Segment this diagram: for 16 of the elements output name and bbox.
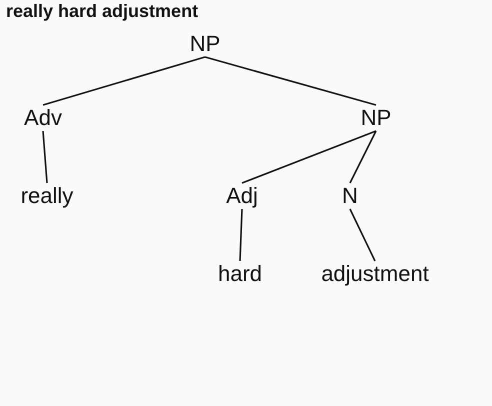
tree-branch	[42, 130, 48, 184]
sentence-text: really hard adjustment	[6, 2, 198, 20]
tree-node-label: N	[340, 183, 360, 209]
tree-node-label: NP	[358, 105, 394, 131]
tree-node-label: adjustment	[319, 261, 431, 287]
tree-branch	[242, 130, 376, 184]
tree-branch	[349, 130, 377, 184]
tree-branch	[349, 208, 376, 262]
tree-node-label: hard	[216, 261, 264, 287]
tree-branch	[204, 56, 376, 106]
tree-node-label: really	[18, 183, 76, 209]
tree-node-label: Adj	[224, 183, 260, 209]
tree-branch	[42, 56, 206, 106]
tree-node-label: Adv	[22, 105, 64, 131]
tree-node-label: NP	[188, 31, 222, 57]
tree-branch	[239, 208, 243, 262]
